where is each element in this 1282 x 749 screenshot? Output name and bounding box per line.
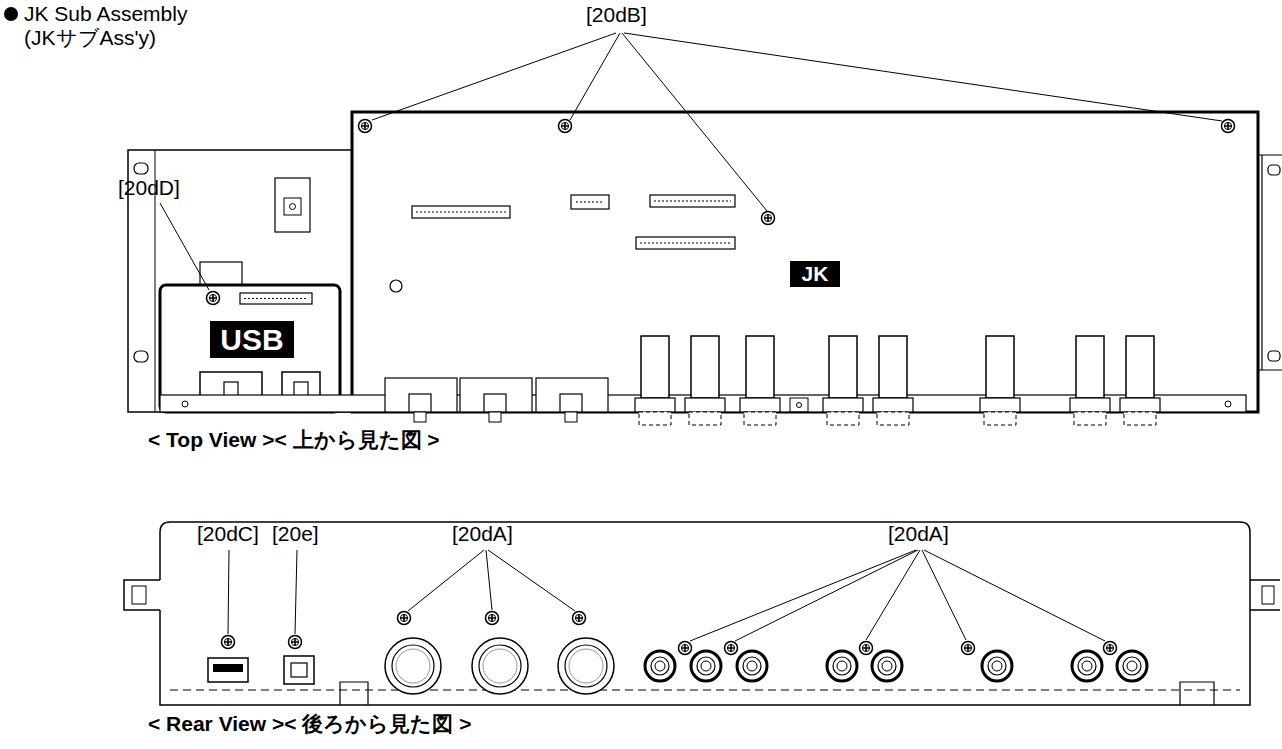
assembly-title: JK Sub Assembly (JKサブAss'y)	[24, 2, 224, 50]
callout-number: [20dC]	[197, 522, 259, 546]
callout-number: [20dA]	[452, 522, 513, 546]
view-caption: < Top View >< 上から見た図 >	[148, 428, 440, 452]
board-label: USB	[210, 321, 293, 358]
callout-number: [20dD]	[118, 176, 180, 200]
view-caption: < Rear View >< 後ろから見た図 >	[148, 712, 471, 736]
callout-number: [20e]	[272, 522, 319, 546]
board-name: JK	[802, 262, 829, 285]
board-label: JK	[790, 261, 841, 286]
board-name: USB	[220, 323, 283, 356]
callout-number: [20dB]	[586, 3, 647, 27]
callout-number: [20dA]	[888, 522, 949, 546]
